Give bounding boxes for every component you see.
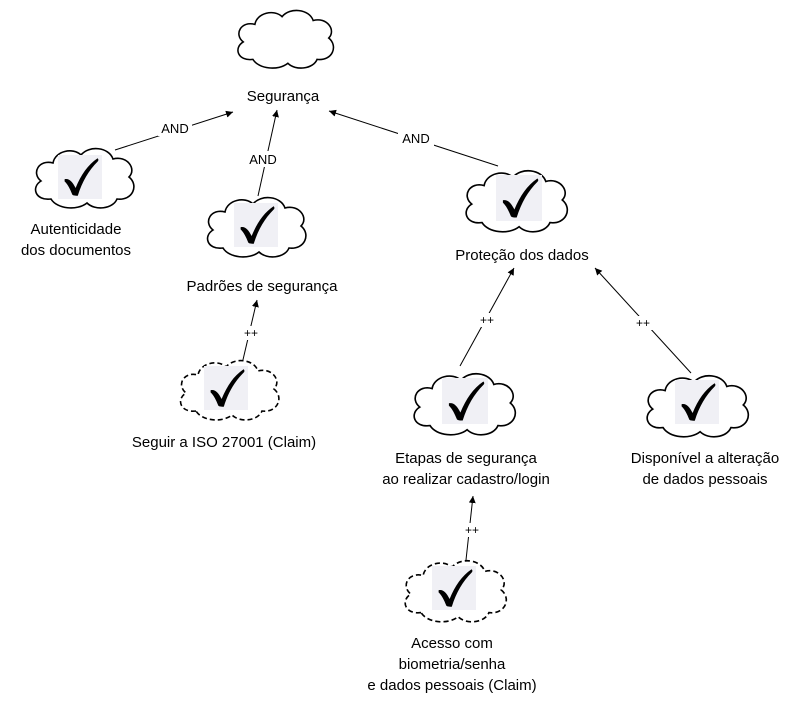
claim-label: e dados pessoais (Claim) [367,677,536,694]
softgoal-protecao-dos-dados[interactable]: Proteção dos dados [455,169,589,264]
softgoal-seguranca[interactable]: Segurança [237,9,335,105]
checkmark-icon [675,380,719,424]
softgoal-label: dos documentos [21,242,131,259]
checkmark-icon [204,366,248,410]
softgoal-label: ao realizar cadastro/login [382,471,550,488]
edges [114,109,692,561]
edge-label-contribution: ++ [480,313,494,327]
claim-label: biometria/senha [399,656,506,673]
softgoal-label: Proteção dos dados [455,247,588,264]
edge-label-and: AND [402,131,429,146]
cloud-icon [237,9,335,69]
edge-label-contribution: ++ [636,316,650,330]
claim-label: Acesso com [411,635,493,652]
checkmark-icon [496,175,542,221]
checkmark-icon [58,155,102,199]
claim-iso-27001[interactable]: Seguir a ISO 27001 (Claim) [132,359,316,451]
softgoal-label: Padrões de segurança [187,278,339,295]
softgoal-label: Etapas de segurança [395,450,537,467]
softgoal-label: de dados pessoais [642,471,767,488]
softgoal-etapas-de-seguranca[interactable]: Etapas de segurança ao realizar cadastro… [382,372,550,488]
edge-label-and: AND [249,152,276,167]
claim-acesso-biometria[interactable]: Acesso com biometria/senha e dados pesso… [367,559,537,694]
checkmark-icon [442,378,488,424]
checkmark-icon [432,566,476,610]
checkmark-icon [234,203,278,247]
softgoal-label: Autenticidade [31,221,122,238]
edge-label-contribution: ++ [244,326,258,340]
softgoal-padroes-de-seguranca[interactable]: Padrões de segurança [187,196,339,295]
claim-label: Seguir a ISO 27001 (Claim) [132,434,316,451]
softgoal-disponivel-alteracao[interactable]: Disponível a alteração de dados pessoais [631,374,779,488]
edge-label-and: AND [161,121,188,136]
softgoal-label: Segurança [247,88,320,105]
edge-labels: AND AND AND ++ ++ ++ ++ [158,120,653,537]
softgoal-autenticidade[interactable]: Autenticidade dos documentos [21,147,135,259]
edge-label-contribution: ++ [465,523,479,537]
softgoal-label: Disponível a alteração [631,450,779,467]
